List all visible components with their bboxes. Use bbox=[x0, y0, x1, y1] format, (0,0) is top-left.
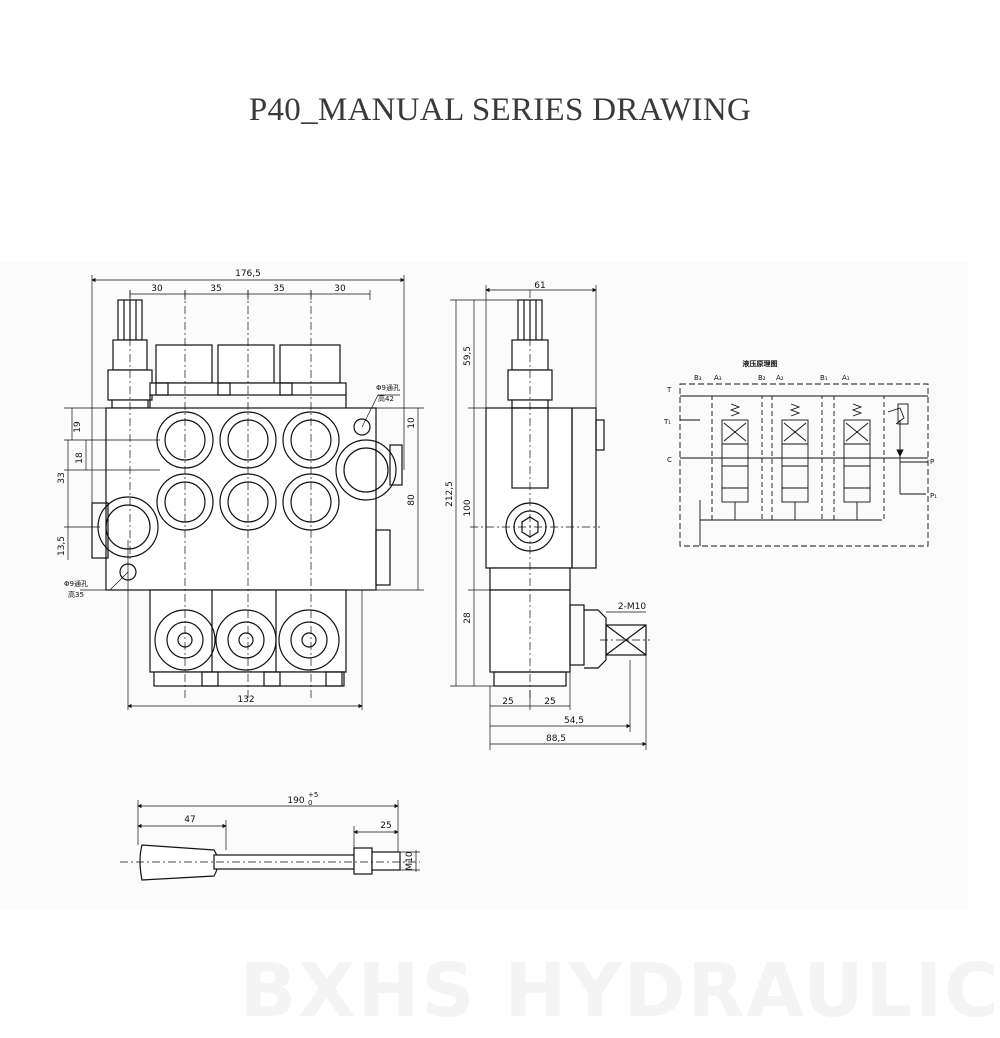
port-C: C bbox=[667, 456, 672, 464]
front-valve-body bbox=[105, 407, 377, 591]
front-dimensions bbox=[64, 275, 424, 710]
handle-dimension-labels: 190 +5 0 47 25 M10 bbox=[184, 791, 415, 871]
hole-bottom-height: 高35 bbox=[68, 590, 84, 599]
dim-h-13-5: 13,5 bbox=[57, 536, 67, 556]
dim-h-59-5: 59,5 bbox=[463, 346, 473, 366]
port-A2: A₂ bbox=[776, 374, 784, 382]
port-B3: B₃ bbox=[694, 374, 702, 382]
front-view bbox=[91, 290, 403, 700]
port-A3: A₃ bbox=[714, 374, 722, 382]
dim-w-25-a: 25 bbox=[502, 697, 513, 707]
dim-pitch-2: 35 bbox=[210, 284, 221, 294]
dim-h-100: 100 bbox=[463, 499, 473, 516]
dim-h-212-5: 212,5 bbox=[445, 481, 455, 507]
dim-pitch-1: 30 bbox=[151, 284, 163, 294]
hole-top-label: Φ9通孔 bbox=[376, 383, 400, 392]
handle-drawing bbox=[120, 844, 420, 881]
dim-base-width: 132 bbox=[237, 695, 254, 705]
side-dimension-labels: 61 59,5 212,5 100 28 25 25 54,5 88,5 2-M… bbox=[445, 281, 646, 744]
side-view bbox=[470, 290, 650, 700]
dim-thread: 2-M10 bbox=[618, 602, 646, 612]
port-T1: T₁ bbox=[663, 418, 671, 426]
handle-grip bbox=[139, 844, 219, 881]
handle-thread: M10 bbox=[405, 851, 415, 870]
page-title: P40_MANUAL SERIES DRAWING bbox=[248, 92, 752, 128]
dim-w-88-5: 88,5 bbox=[546, 734, 566, 744]
dim-w-54-5: 54,5 bbox=[564, 716, 584, 726]
dim-pitch-4: 30 bbox=[334, 284, 346, 294]
handle-thread-length: 25 bbox=[380, 821, 391, 831]
hole-top-height: 高42 bbox=[378, 394, 394, 403]
port-A1: A₁ bbox=[842, 374, 850, 382]
dim-w-25-b: 25 bbox=[544, 697, 555, 707]
port-B2: B₂ bbox=[758, 374, 766, 382]
port-B1: B₁ bbox=[820, 374, 828, 382]
port-P1: P₁ bbox=[930, 492, 937, 500]
dim-h-19: 19 bbox=[73, 421, 83, 433]
port-T: T bbox=[666, 386, 672, 394]
dim-h-80: 80 bbox=[407, 494, 417, 506]
side-dimensions bbox=[450, 285, 647, 750]
watermark: BXHS HYDRAULIC bbox=[240, 948, 1000, 1034]
schematic-title: 液压原理图 bbox=[743, 359, 778, 368]
hole-bottom-label: Φ9通孔 bbox=[64, 579, 88, 588]
front-spool-caps-top bbox=[149, 344, 347, 396]
dim-top-width: 61 bbox=[534, 281, 545, 291]
handle-grip-length: 47 bbox=[184, 815, 195, 825]
dim-h-10: 10 bbox=[407, 417, 417, 429]
dim-pitch-3: 35 bbox=[273, 284, 284, 294]
handle-tol-upper: +5 bbox=[308, 791, 318, 799]
handle-tol-lower: 0 bbox=[308, 799, 312, 807]
dim-h-28: 28 bbox=[463, 612, 473, 624]
schematic-labels: 液压原理图 T T₁ C P P₁ B₃ A₃ B₂ A₂ B₁ A₁ bbox=[663, 359, 937, 500]
port-P: P bbox=[930, 458, 934, 466]
dim-h-33: 33 bbox=[57, 472, 67, 483]
dim-overall-width: 176,5 bbox=[235, 269, 261, 279]
handle-length: 190 bbox=[287, 796, 304, 806]
hydraulic-schematic bbox=[679, 383, 929, 547]
handle-dimensions bbox=[137, 800, 420, 872]
dim-h-18: 18 bbox=[75, 452, 85, 464]
front-dimension-labels: 176,5 30 35 35 30 132 19 18 33 13,5 10 8… bbox=[57, 269, 417, 705]
